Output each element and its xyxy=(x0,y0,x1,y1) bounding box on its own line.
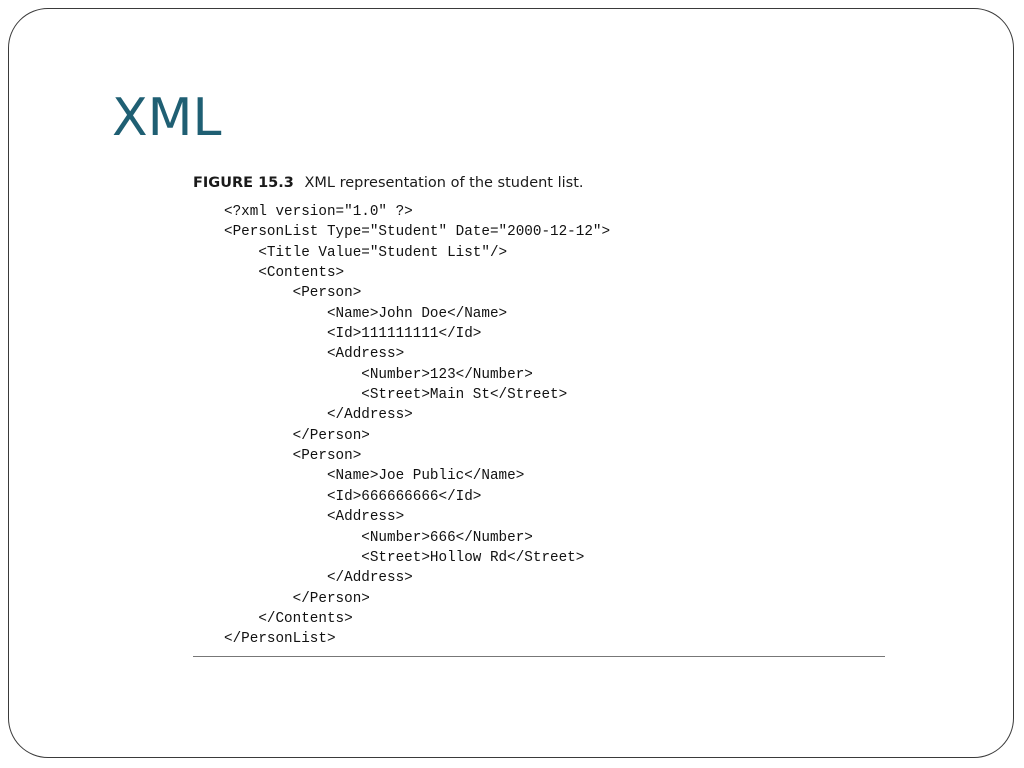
slide-frame xyxy=(8,8,1014,758)
code-line: </Contents> xyxy=(224,610,353,627)
figure-caption: FIGURE 15.3 XML representation of the st… xyxy=(193,173,584,193)
figure-bottom-rule xyxy=(193,656,885,657)
code-line: <Person> xyxy=(224,448,362,465)
figure-caption-text: XML representation of the student list. xyxy=(304,175,584,191)
code-line: <Id>111111111</Id> xyxy=(224,326,482,343)
code-line: <?xml version="1.0" ?> xyxy=(224,204,413,220)
code-line: <Street>Main St</Street> xyxy=(224,387,568,404)
code-line: <Name>John Doe</Name> xyxy=(224,305,508,322)
code-line: <Street>Hollow Rd</Street> xyxy=(224,549,585,566)
code-line: <Person> xyxy=(224,285,362,302)
code-line: </Address> xyxy=(224,570,413,587)
code-line: <Address> xyxy=(224,509,405,526)
figure-label: FIGURE 15.3 xyxy=(193,175,294,191)
xml-code-block: <?xml version="1.0" ?> <PersonList Type="… xyxy=(224,202,610,650)
code-line: <Name>Joe Public</Name> xyxy=(224,468,525,485)
code-line: <Title Value="Student List"/> xyxy=(224,244,508,261)
code-line: </Address> xyxy=(224,407,413,424)
code-line: </Person> xyxy=(224,590,370,607)
slide-title: XML xyxy=(112,88,222,148)
code-line: <Number>123</Number> xyxy=(224,366,533,383)
code-line: <Number>666</Number> xyxy=(224,529,533,546)
code-line: <PersonList Type="Student" Date="2000-12… xyxy=(224,224,611,241)
code-line: <Id>666666666</Id> xyxy=(224,488,482,505)
code-line: <Contents> xyxy=(224,265,345,282)
code-line: </PersonList> xyxy=(224,631,336,648)
code-line: </Person> xyxy=(224,427,370,444)
code-line: <Address> xyxy=(224,346,405,363)
